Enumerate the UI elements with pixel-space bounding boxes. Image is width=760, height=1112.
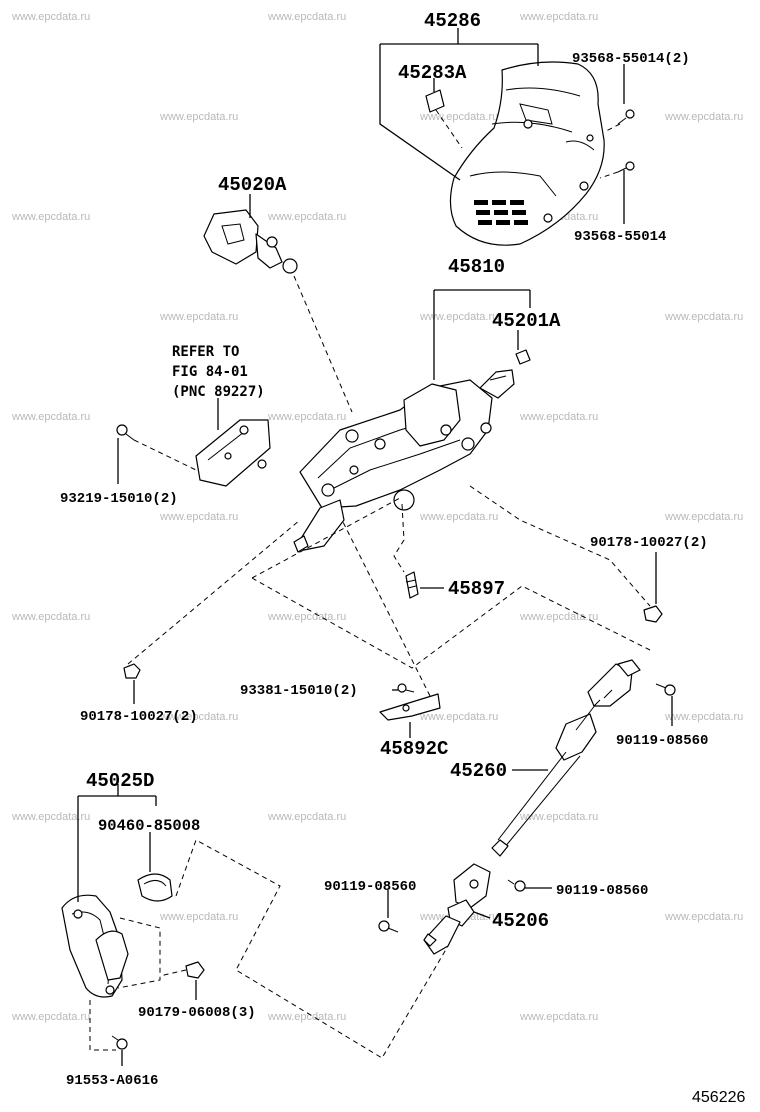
screw-icon [599,161,635,179]
watermark-text: www.epcdata.ru [419,711,498,723]
hole-cover-illustration [61,839,449,1059]
part-number-45810[interactable]: 45810 [448,256,505,278]
bolt-icon [507,879,526,892]
figure-id: 456226 [692,1089,745,1106]
part-number-93219-15010-2[interactable]: 93219-15010(2) [60,491,178,507]
part-number-90119-08560[interactable]: 90119-08560 [616,733,708,749]
watermark-text: www.epcdata.ru [664,711,743,723]
part-number-91553-a0616[interactable]: 91553-A0616 [66,1073,158,1089]
watermark-text: www.epcdata.ru [267,611,346,623]
watermark-text: www.epcdata.ru [664,511,743,523]
part-number-93568-55014[interactable]: 93568-55014 [574,229,666,245]
watermark-layer: www.epcdata.ru www.epcdata.ru www.epcdat… [11,11,743,1023]
screw-icon [116,424,197,471]
label-plate-illustration [425,89,463,149]
watermark-text: www.epcdata.ru [11,11,90,23]
watermark-text: www.epcdata.ru [267,811,346,823]
intermediate-shaft-illustration [491,659,641,857]
refer-note-line-1: REFER TO [172,344,239,360]
lock-housing-illustration [203,209,353,413]
part-labels: 45286 45283A 93568-55014(2) 93568-55014 … [60,10,745,1106]
part-number-45020a[interactable]: 45020A [218,174,287,196]
watermark-text: www.epcdata.ru [419,311,498,323]
part-number-90178-10027-2[interactable]: 90178-10027(2) [80,709,198,725]
watermark-text: www.epcdata.ru [419,111,498,123]
watermark-text: www.epcdata.ru [11,211,90,223]
part-number-45025d[interactable]: 45025D [86,770,154,792]
screw-icon [603,109,635,133]
column-cover-illustration [449,61,605,246]
part-number-90178-10027-2[interactable]: 90178-10027(2) [590,535,708,551]
watermark-text: www.epcdata.ru [159,711,238,723]
part-number-45897[interactable]: 45897 [448,578,505,600]
part-number-45286[interactable]: 45286 [424,10,481,32]
bracket-illustration [195,419,271,487]
watermark-text: www.epcdata.ru [267,211,346,223]
watermark-text: www.epcdata.ru [159,511,238,523]
watermark-text: www.epcdata.ru [664,311,743,323]
watermark-text: www.epcdata.ru [519,11,598,23]
bolt-icon [378,920,399,933]
part-number-90119-08560[interactable]: 90119-08560 [324,879,416,895]
bolt-icon [393,503,419,599]
watermark-text: www.epcdata.ru [267,1011,346,1023]
watermark-text: www.epcdata.ru [519,411,598,423]
bolt-icon [655,683,676,696]
nut-icon [123,519,301,679]
part-number-90179-06008-3[interactable]: 90179-06008(3) [138,1005,256,1021]
refer-note-line-2: FIG 84-01 [172,364,248,380]
part-number-93381-15010-2[interactable]: 93381-15010(2) [240,683,358,699]
watermark-text: www.epcdata.ru [519,1011,598,1023]
refer-note-line-3[interactable]: (PNC 89227) [172,384,265,400]
watermark-text: www.epcdata.ru [159,111,238,123]
part-number-45206[interactable]: 45206 [492,910,549,932]
watermark-text: www.epcdata.ru [664,111,743,123]
universal-joint-illustration [423,863,491,955]
part-number-45283a[interactable]: 45283A [398,62,467,84]
part-number-90119-08560[interactable]: 90119-08560 [556,883,648,899]
part-number-93568-55014-2[interactable]: 93568-55014(2) [572,51,690,67]
nut-icon [469,485,663,623]
watermark-text: www.epcdata.ru [267,411,346,423]
steering-column-assembly-illustration [293,349,531,553]
watermark-text: www.epcdata.ru [664,911,743,923]
bolt-icon [89,1000,128,1051]
part-number-45260[interactable]: 45260 [450,760,507,782]
small-bracket-illustration [341,519,441,721]
watermark-text: www.epcdata.ru [159,911,238,923]
watermark-text: www.epcdata.ru [419,511,498,523]
screw-icon [397,683,415,693]
watermark-text: www.epcdata.ru [11,411,90,423]
watermark-text: www.epcdata.ru [159,311,238,323]
part-number-45892c[interactable]: 45892C [380,738,448,760]
nut-icon [159,961,205,979]
watermark-text: www.epcdata.ru [11,811,90,823]
watermark-text: www.epcdata.ru [11,1011,90,1023]
watermark-text: www.epcdata.ru [519,611,598,623]
watermark-text: www.epcdata.ru [519,811,598,823]
part-number-45201a[interactable]: 45201A [492,310,561,332]
leader-lines [77,28,673,1066]
watermark-text: www.epcdata.ru [267,11,346,23]
watermark-text: www.epcdata.ru [11,611,90,623]
part-number-90460-85008[interactable]: 90460-85008 [98,817,200,835]
